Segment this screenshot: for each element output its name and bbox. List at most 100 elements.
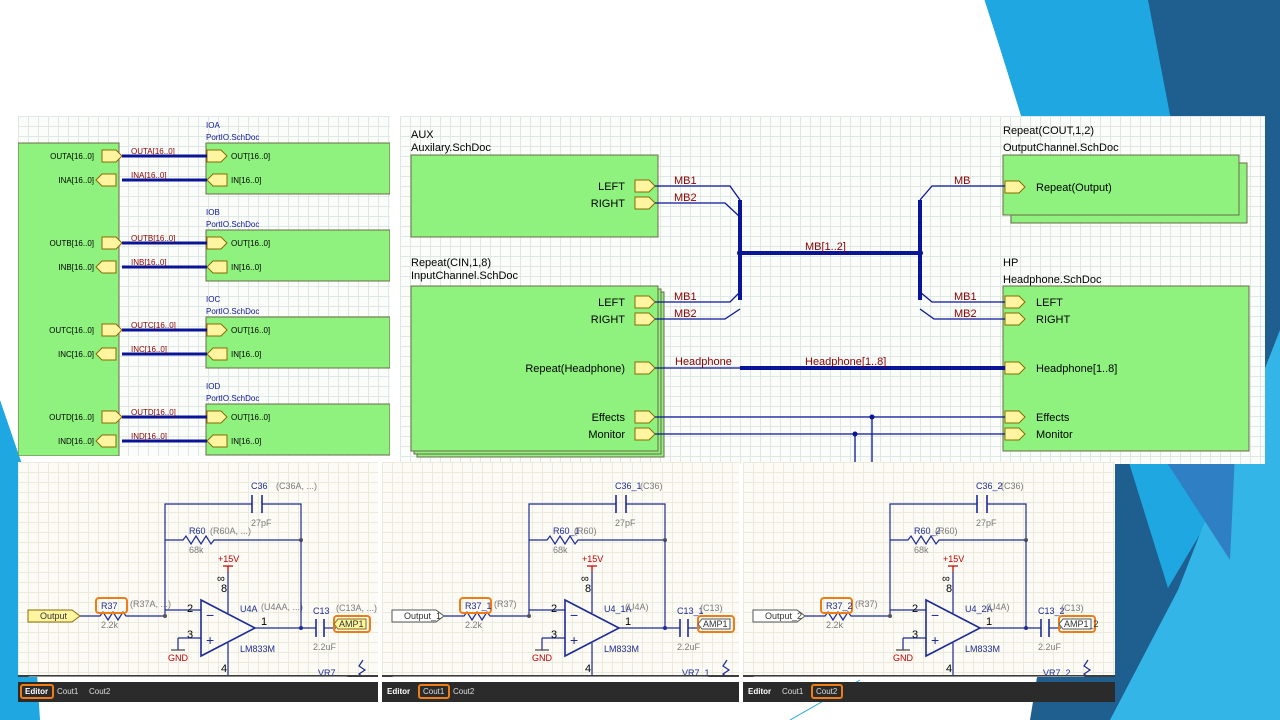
aux-sheet-symbol[interactable] [410, 154, 659, 238]
iod-port-in[interactable] [206, 434, 228, 448]
iob-port-in-label: IN[16..0] [231, 263, 261, 272]
aux-port-left-label: LEFT [598, 181, 625, 193]
opamp-pin-v: 8 [221, 583, 227, 595]
output-port[interactable] [333, 618, 367, 630]
opamp-tag: (U4A) [625, 602, 649, 612]
ioc-port-out[interactable] [206, 323, 228, 337]
opamp-part: LM833M [965, 644, 1000, 654]
tab-editor[interactable]: Editor [20, 684, 54, 699]
input-port-label: Output [40, 611, 68, 621]
iod-designator: IOD [206, 382, 220, 391]
ioc-sheet-symbol[interactable] [205, 316, 390, 369]
input-port-left[interactable] [634, 295, 656, 309]
cap-top-designator: C36 [251, 481, 268, 491]
sheet-port-outc-label: OUTC[16..0] [49, 326, 94, 335]
aux-port-right[interactable] [634, 196, 656, 210]
output-port-label: AMP1_2 [1064, 619, 1099, 629]
sheet-port-ina[interactable] [95, 173, 117, 187]
ioa-designator: IOA [206, 121, 220, 130]
net-label-mb: MB [954, 175, 971, 187]
input-port-right[interactable] [634, 312, 656, 326]
sheet-port-inc[interactable] [95, 347, 117, 361]
opamp-part: LM833M [240, 644, 275, 654]
res-fb-tag: (R60) [935, 526, 958, 536]
horizontal-scrollbar[interactable] [743, 675, 1115, 677]
ioc-port-out-label: OUT[16..0] [231, 326, 270, 335]
opamp-symbol[interactable] [925, 598, 982, 658]
ioc-port-in[interactable] [206, 347, 228, 361]
tab-editor[interactable]: Editor [748, 687, 772, 696]
opamp-symbol[interactable] [564, 598, 621, 658]
sheet-port-outb[interactable] [101, 236, 123, 250]
iod-sheet-symbol[interactable] [205, 403, 390, 456]
iod-port-out[interactable] [206, 410, 228, 424]
tab-editor[interactable]: Editor [387, 687, 411, 696]
tab-cout1[interactable]: Cout1 [57, 687, 79, 696]
hp-port-monitor[interactable] [1004, 427, 1026, 441]
hp-port-right[interactable] [1004, 312, 1026, 326]
horizontal-scrollbar[interactable] [18, 675, 378, 677]
tab-cout2[interactable]: Cout2 [811, 684, 843, 699]
output-port[interactable] [697, 618, 731, 630]
net-label-ind: IND[16..0] [131, 432, 167, 441]
input-port-monitor[interactable] [634, 427, 656, 441]
iob-port-out[interactable] [206, 236, 228, 250]
opamp-designator: U4_2A [965, 604, 993, 614]
sheet-port-inb[interactable] [95, 260, 117, 274]
hp-port-left[interactable] [1004, 295, 1026, 309]
iod-port-in-label: IN[16..0] [231, 437, 261, 446]
res-fb-designator: R60 [189, 526, 206, 536]
net-label-outb: OUTB[16..0] [131, 234, 175, 243]
ioa-filename: PortIO.SchDoc [206, 133, 259, 142]
sheet-port-outc[interactable] [101, 323, 123, 337]
input-sheet-symbol[interactable] [410, 285, 659, 452]
input-port[interactable] [391, 609, 445, 623]
aux-port-left[interactable] [634, 179, 656, 193]
ioa-port-out[interactable] [206, 149, 228, 163]
net-label-mb1-in: MB1 [674, 291, 697, 303]
opamp-symbol[interactable] [200, 598, 257, 658]
tab-cout2[interactable]: Cout2 [453, 687, 475, 696]
net-label-outa: OUTA[16..0] [131, 147, 175, 156]
sheet-port-outa[interactable] [101, 149, 123, 163]
cap-top-designator: C36_2 [976, 481, 1003, 491]
horizontal-scrollbar[interactable] [382, 675, 739, 677]
input-port-headphone[interactable] [634, 361, 656, 375]
net-label-mb2-hp: MB2 [954, 308, 977, 320]
net-label-outd: OUTD[16..0] [131, 408, 176, 417]
input-port[interactable] [27, 609, 81, 623]
input-port[interactable] [752, 609, 806, 623]
sheet-port-outd[interactable] [101, 410, 123, 424]
hp-port-effects[interactable] [1004, 410, 1026, 424]
hp-port-headphone[interactable] [1004, 361, 1026, 375]
hp-sheet-symbol[interactable] [1002, 285, 1250, 452]
tab-cout1[interactable]: Cout1 [418, 684, 450, 699]
res-in-value: 2.2k [826, 620, 844, 630]
opamp-pin-g: 4 [946, 663, 952, 675]
tab-cout1[interactable]: Cout1 [782, 687, 804, 696]
bottom-part: VR7_2 [1043, 668, 1071, 677]
opamp-plus-sign: + [931, 632, 939, 648]
output-port[interactable] [1058, 618, 1092, 630]
cap-out-designator: C13 [313, 606, 330, 616]
opamp-pin-g: 4 [585, 663, 591, 675]
iob-port-in[interactable] [206, 260, 228, 274]
output-sheet-symbol[interactable] [1002, 154, 1240, 216]
tab-cout2[interactable]: Cout2 [89, 687, 111, 696]
ioa-port-in[interactable] [206, 173, 228, 187]
top-sheet-symbol[interactable] [18, 142, 120, 456]
sheet-port-ind-label: IND[16..0] [58, 437, 94, 446]
iob-sheet-symbol[interactable] [205, 229, 390, 282]
net-label-headphone: Headphone [675, 356, 732, 368]
ioa-sheet-symbol[interactable] [205, 142, 390, 195]
output-port-repeat[interactable] [1004, 180, 1026, 194]
right-schematic-canvas: AUX Auxilary.SchDoc LEFT RIGHT Repeat(CI… [410, 125, 1250, 464]
res-in-highlight [820, 597, 853, 614]
opamp-pin-inv: 2 [187, 603, 193, 615]
cap-top-value: 27pF [976, 518, 997, 528]
net-label-mb2-in: MB2 [674, 308, 697, 320]
sheet-port-ind[interactable] [95, 434, 117, 448]
input-port-effects[interactable] [634, 410, 656, 424]
amp-canvas-1: C36_1 (C36) 27pF R60_1 (R60) 68k Output_… [391, 481, 735, 677]
opamp-inf-symbol: ∞ [942, 573, 950, 585]
